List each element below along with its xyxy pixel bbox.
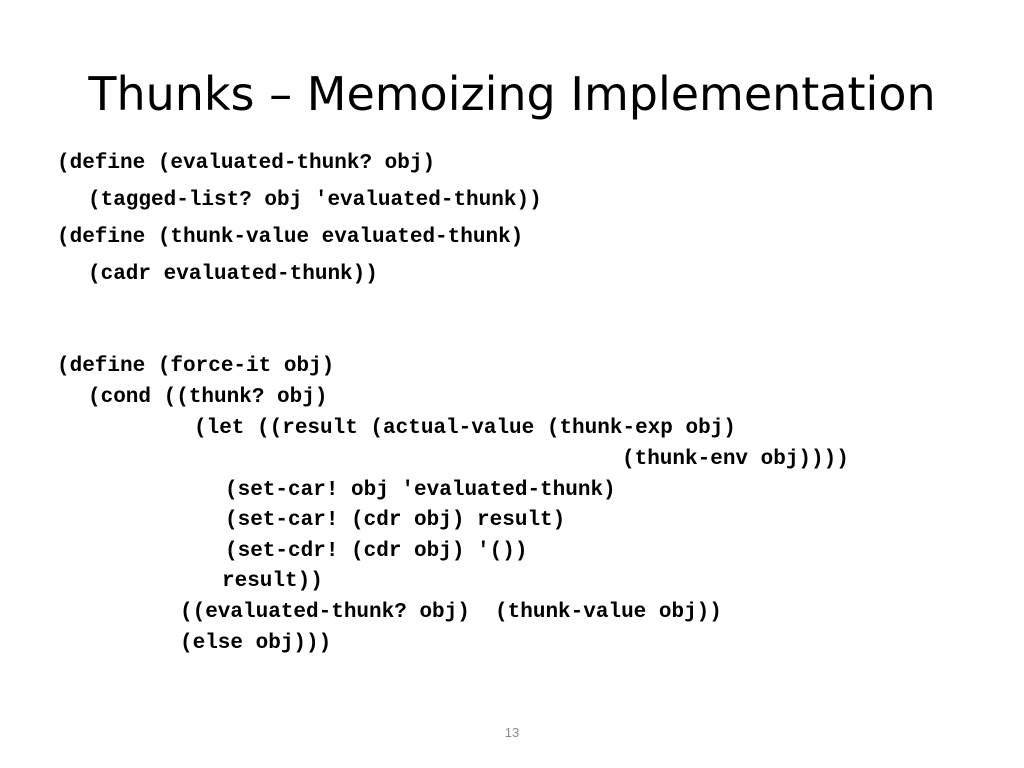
slide-title: Thunks – Memoizing Implementation	[88, 67, 936, 121]
code-line: result))	[222, 570, 323, 593]
code-line: (define (evaluated-thunk? obj)	[57, 152, 436, 175]
code-line: (define (thunk-value evaluated-thunk)	[57, 226, 524, 249]
code-line: (set-cdr! (cdr obj) '())	[225, 540, 528, 563]
code-line: (set-car! (cdr obj) result)	[225, 509, 566, 532]
code-line: (thunk-env obj))))	[622, 448, 849, 471]
code-line: (cadr evaluated-thunk))	[88, 263, 378, 286]
page-number: 13	[504, 725, 520, 740]
code-line: (cond ((thunk? obj)	[88, 386, 328, 409]
code-line: (let ((result (actual-value (thunk-exp o…	[194, 417, 736, 440]
code-line: (set-car! obj 'evaluated-thunk)	[225, 479, 616, 502]
code-line: ((evaluated-thunk? obj) (thunk-value obj…	[180, 601, 722, 624]
code-line: (else obj)))	[180, 632, 332, 655]
code-line: (tagged-list? obj 'evaluated-thunk))	[88, 189, 542, 212]
code-line: (define (force-it obj)	[57, 355, 335, 378]
